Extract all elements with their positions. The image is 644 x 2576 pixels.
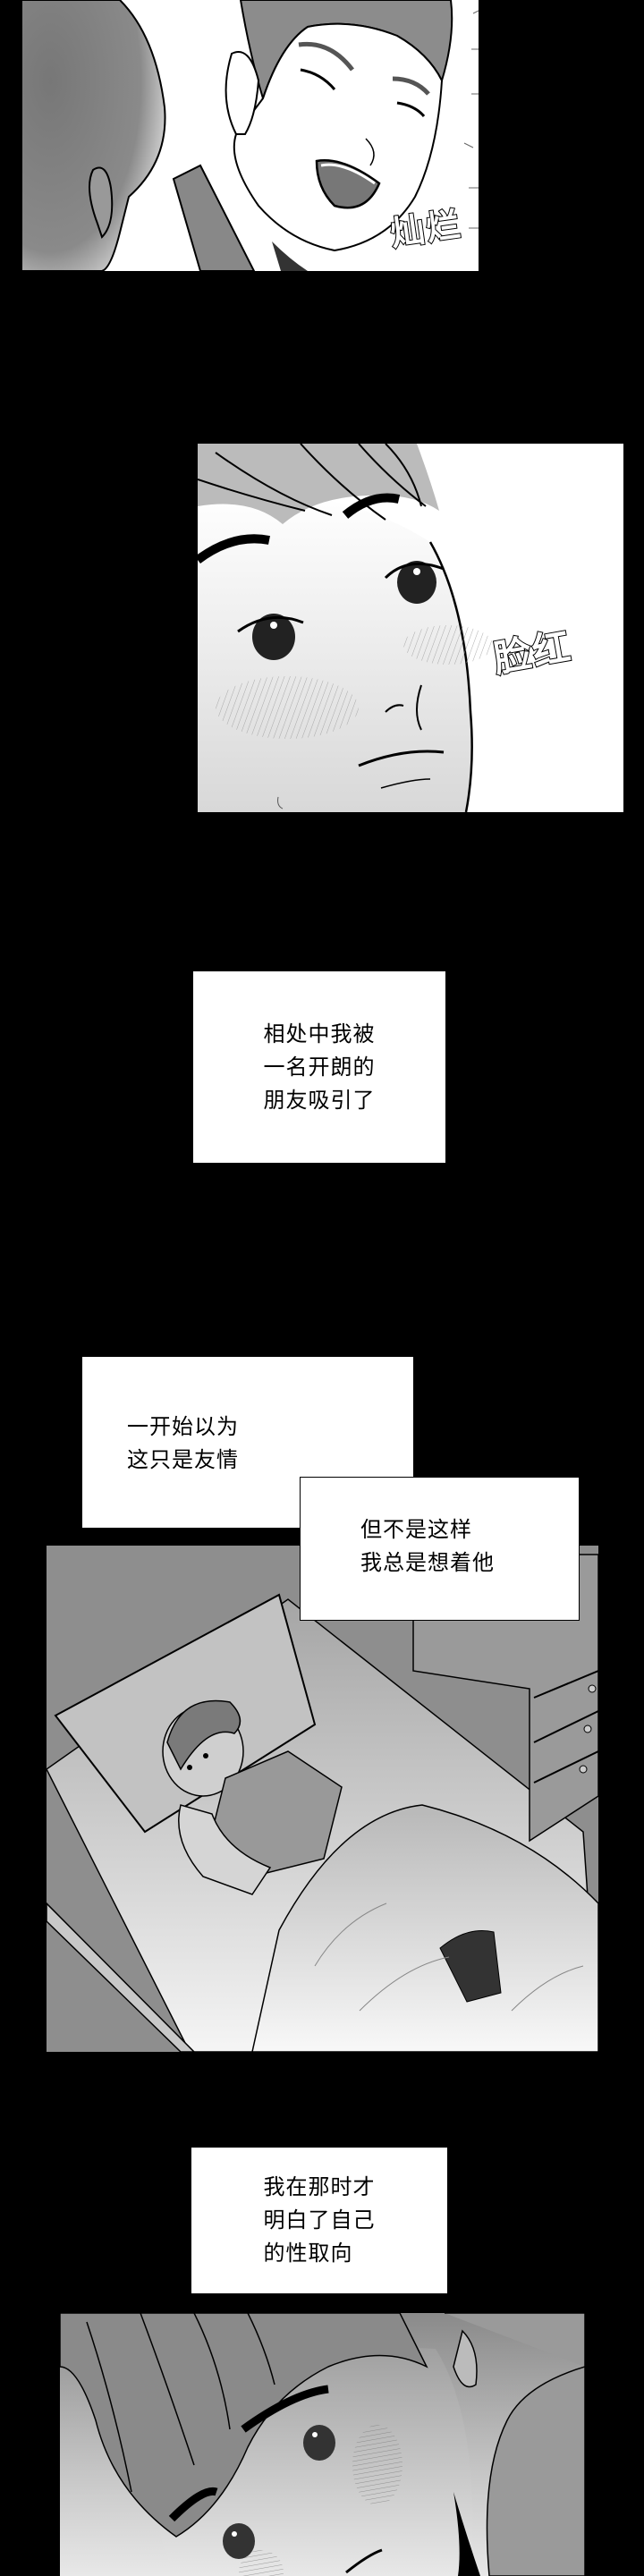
- caption-box-3: 但不是这样 我总是想着他: [300, 1477, 580, 1621]
- blushing-closeup-illustration: [60, 2313, 585, 2576]
- caption-text-3: 但不是这样 我总是想着他: [360, 1517, 495, 1575]
- blushing-face-illustration: [198, 444, 493, 812]
- bed-scene-illustration: [47, 1546, 598, 2052]
- caption-box-1: 相处中我被 一名开朗的 朋友吸引了: [193, 971, 445, 1163]
- caption-text-4: 我在那时才 明白了自己 的性取向: [263, 2174, 376, 2266]
- caption-text-2: 一开始以为 这只是友情: [127, 1414, 239, 1472]
- sfx-text-bright: 灿烂: [387, 204, 465, 255]
- panel-blushing-closeup: [60, 2313, 585, 2576]
- panel-bed-scene: [47, 1546, 598, 2052]
- smiling-friend-illustration: [21, 0, 479, 271]
- caption-text-1: 相处中我被 一名开朗的 朋友吸引了: [263, 1021, 376, 1113]
- panel-smiling-friend: 灿烂: [21, 0, 479, 271]
- caption-box-4: 我在那时才 明白了自己 的性取向: [191, 2148, 447, 2293]
- panel-blushing-face: 脸红: [198, 444, 623, 812]
